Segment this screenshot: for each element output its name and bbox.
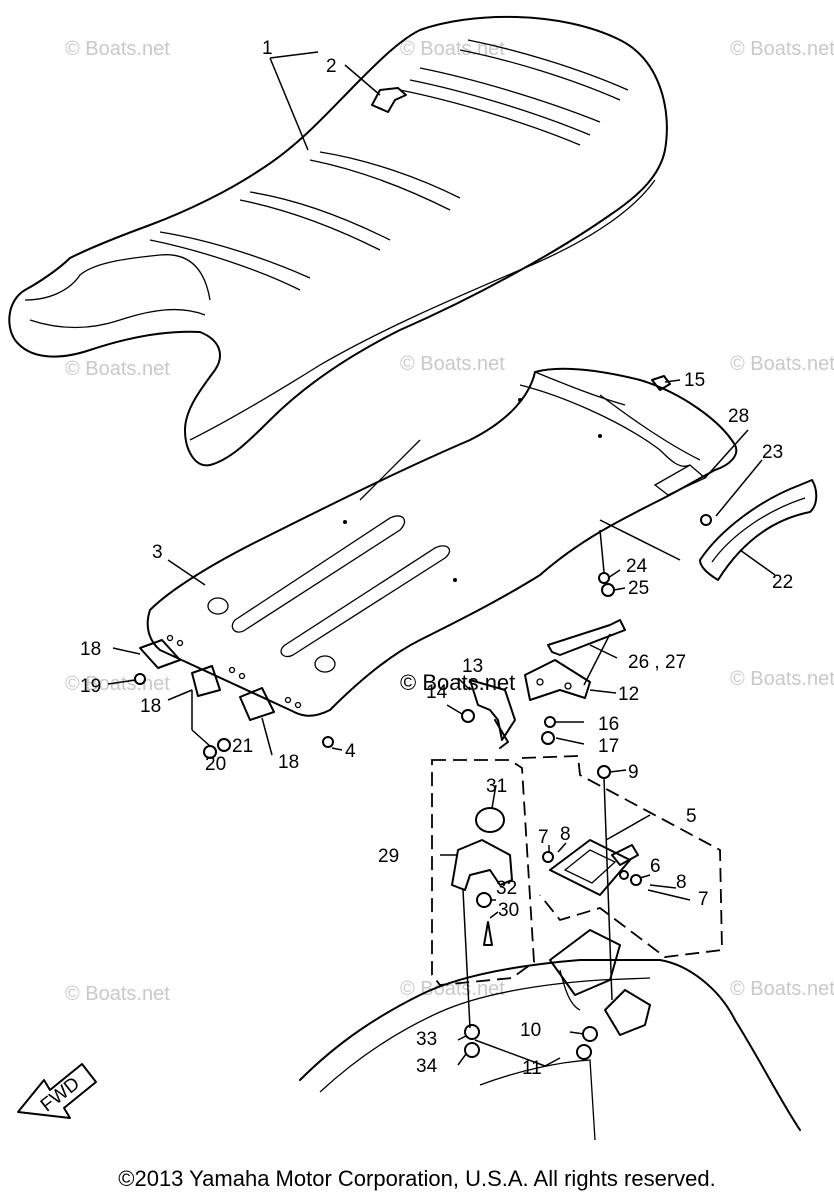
part-label: 8 xyxy=(676,872,687,893)
part-label: 3 xyxy=(152,542,163,563)
watermark: © Boats.net xyxy=(65,983,170,1005)
part-label: 11 xyxy=(522,1058,542,1079)
part-label: 12 xyxy=(618,684,639,705)
leader-lines xyxy=(107,51,776,1067)
parts-diagram: © Boats.net © Boats.net © Boats.net © Bo… xyxy=(8,15,834,1141)
watermark: © Boats.net xyxy=(65,358,170,380)
mount-rods xyxy=(462,529,613,1029)
part-label: 25 xyxy=(628,578,649,599)
part-label: 8 xyxy=(560,824,571,845)
part-label: 17 xyxy=(598,736,619,757)
seat-base xyxy=(146,367,738,717)
watermark: © Boats.net xyxy=(400,353,505,375)
part-label: 18 xyxy=(80,639,101,660)
part-label: 7 xyxy=(538,827,549,848)
watermark: © Boats.net xyxy=(400,670,515,695)
watermark: © Boats.net xyxy=(730,38,834,60)
part-label: 23 xyxy=(762,442,783,463)
latch-assembly xyxy=(549,839,639,896)
part-label: 20 xyxy=(205,754,226,775)
part-label: 7 xyxy=(698,889,709,910)
part-label: 31 xyxy=(486,776,507,797)
part-label: 13 xyxy=(462,656,483,677)
fwd-arrow-icon: FWD xyxy=(17,1063,97,1119)
part-label: 30 xyxy=(498,900,519,921)
part-label: 18 xyxy=(278,752,299,773)
watermark: © Boats.net xyxy=(730,668,834,690)
part-label: 26 , 27 xyxy=(628,652,686,673)
part-label: 14 xyxy=(426,682,448,703)
lower-frame xyxy=(299,929,801,1141)
part-label: 5 xyxy=(686,806,697,827)
copyright-notice: ©2013 Yamaha Motor Corporation, U.S.A. A… xyxy=(118,1166,716,1191)
hook xyxy=(469,679,516,749)
part-label: 4 xyxy=(345,741,356,762)
watermarks: © Boats.net © Boats.net © Boats.net © Bo… xyxy=(65,38,834,1005)
part-label: 32 xyxy=(496,878,517,899)
hinge-bracket xyxy=(451,807,513,891)
part-label: 6 xyxy=(650,856,661,877)
fasteners xyxy=(134,375,671,1060)
part-label: 21 xyxy=(232,736,253,757)
part-label: 34 xyxy=(416,1056,438,1077)
part-label: 10 xyxy=(520,1020,541,1041)
part-label: 28 xyxy=(728,406,749,427)
part-labels: 1 2 3 4 5 6 7 7 8 8 9 10 11 12 13 14 15 … xyxy=(80,38,793,1079)
latch-bracket xyxy=(524,659,591,701)
trim-strip xyxy=(699,479,818,581)
plates xyxy=(139,639,275,721)
part-label: 24 xyxy=(626,556,648,577)
seat-strap xyxy=(371,87,407,113)
part-label: 1 xyxy=(262,38,273,59)
part-label: 29 xyxy=(378,846,399,867)
watermark: © Boats.net xyxy=(400,978,505,1000)
part-label: 9 xyxy=(628,762,639,783)
watermark: © Boats.net xyxy=(65,38,170,60)
watermark: © Boats.net xyxy=(730,353,834,375)
seat-cushion xyxy=(8,15,668,467)
watermark: © Boats.net xyxy=(730,978,834,1000)
part-label: 33 xyxy=(416,1029,437,1050)
assembly-boxes xyxy=(431,755,723,986)
part-label: 2 xyxy=(326,56,337,77)
part-label: 18 xyxy=(140,696,161,717)
part-label: 15 xyxy=(684,370,705,391)
part-label: 19 xyxy=(80,676,101,697)
part-label: 22 xyxy=(772,572,793,593)
watermark: © Boats.net xyxy=(65,673,170,695)
part-label: 16 xyxy=(598,714,619,735)
pad xyxy=(547,619,626,656)
